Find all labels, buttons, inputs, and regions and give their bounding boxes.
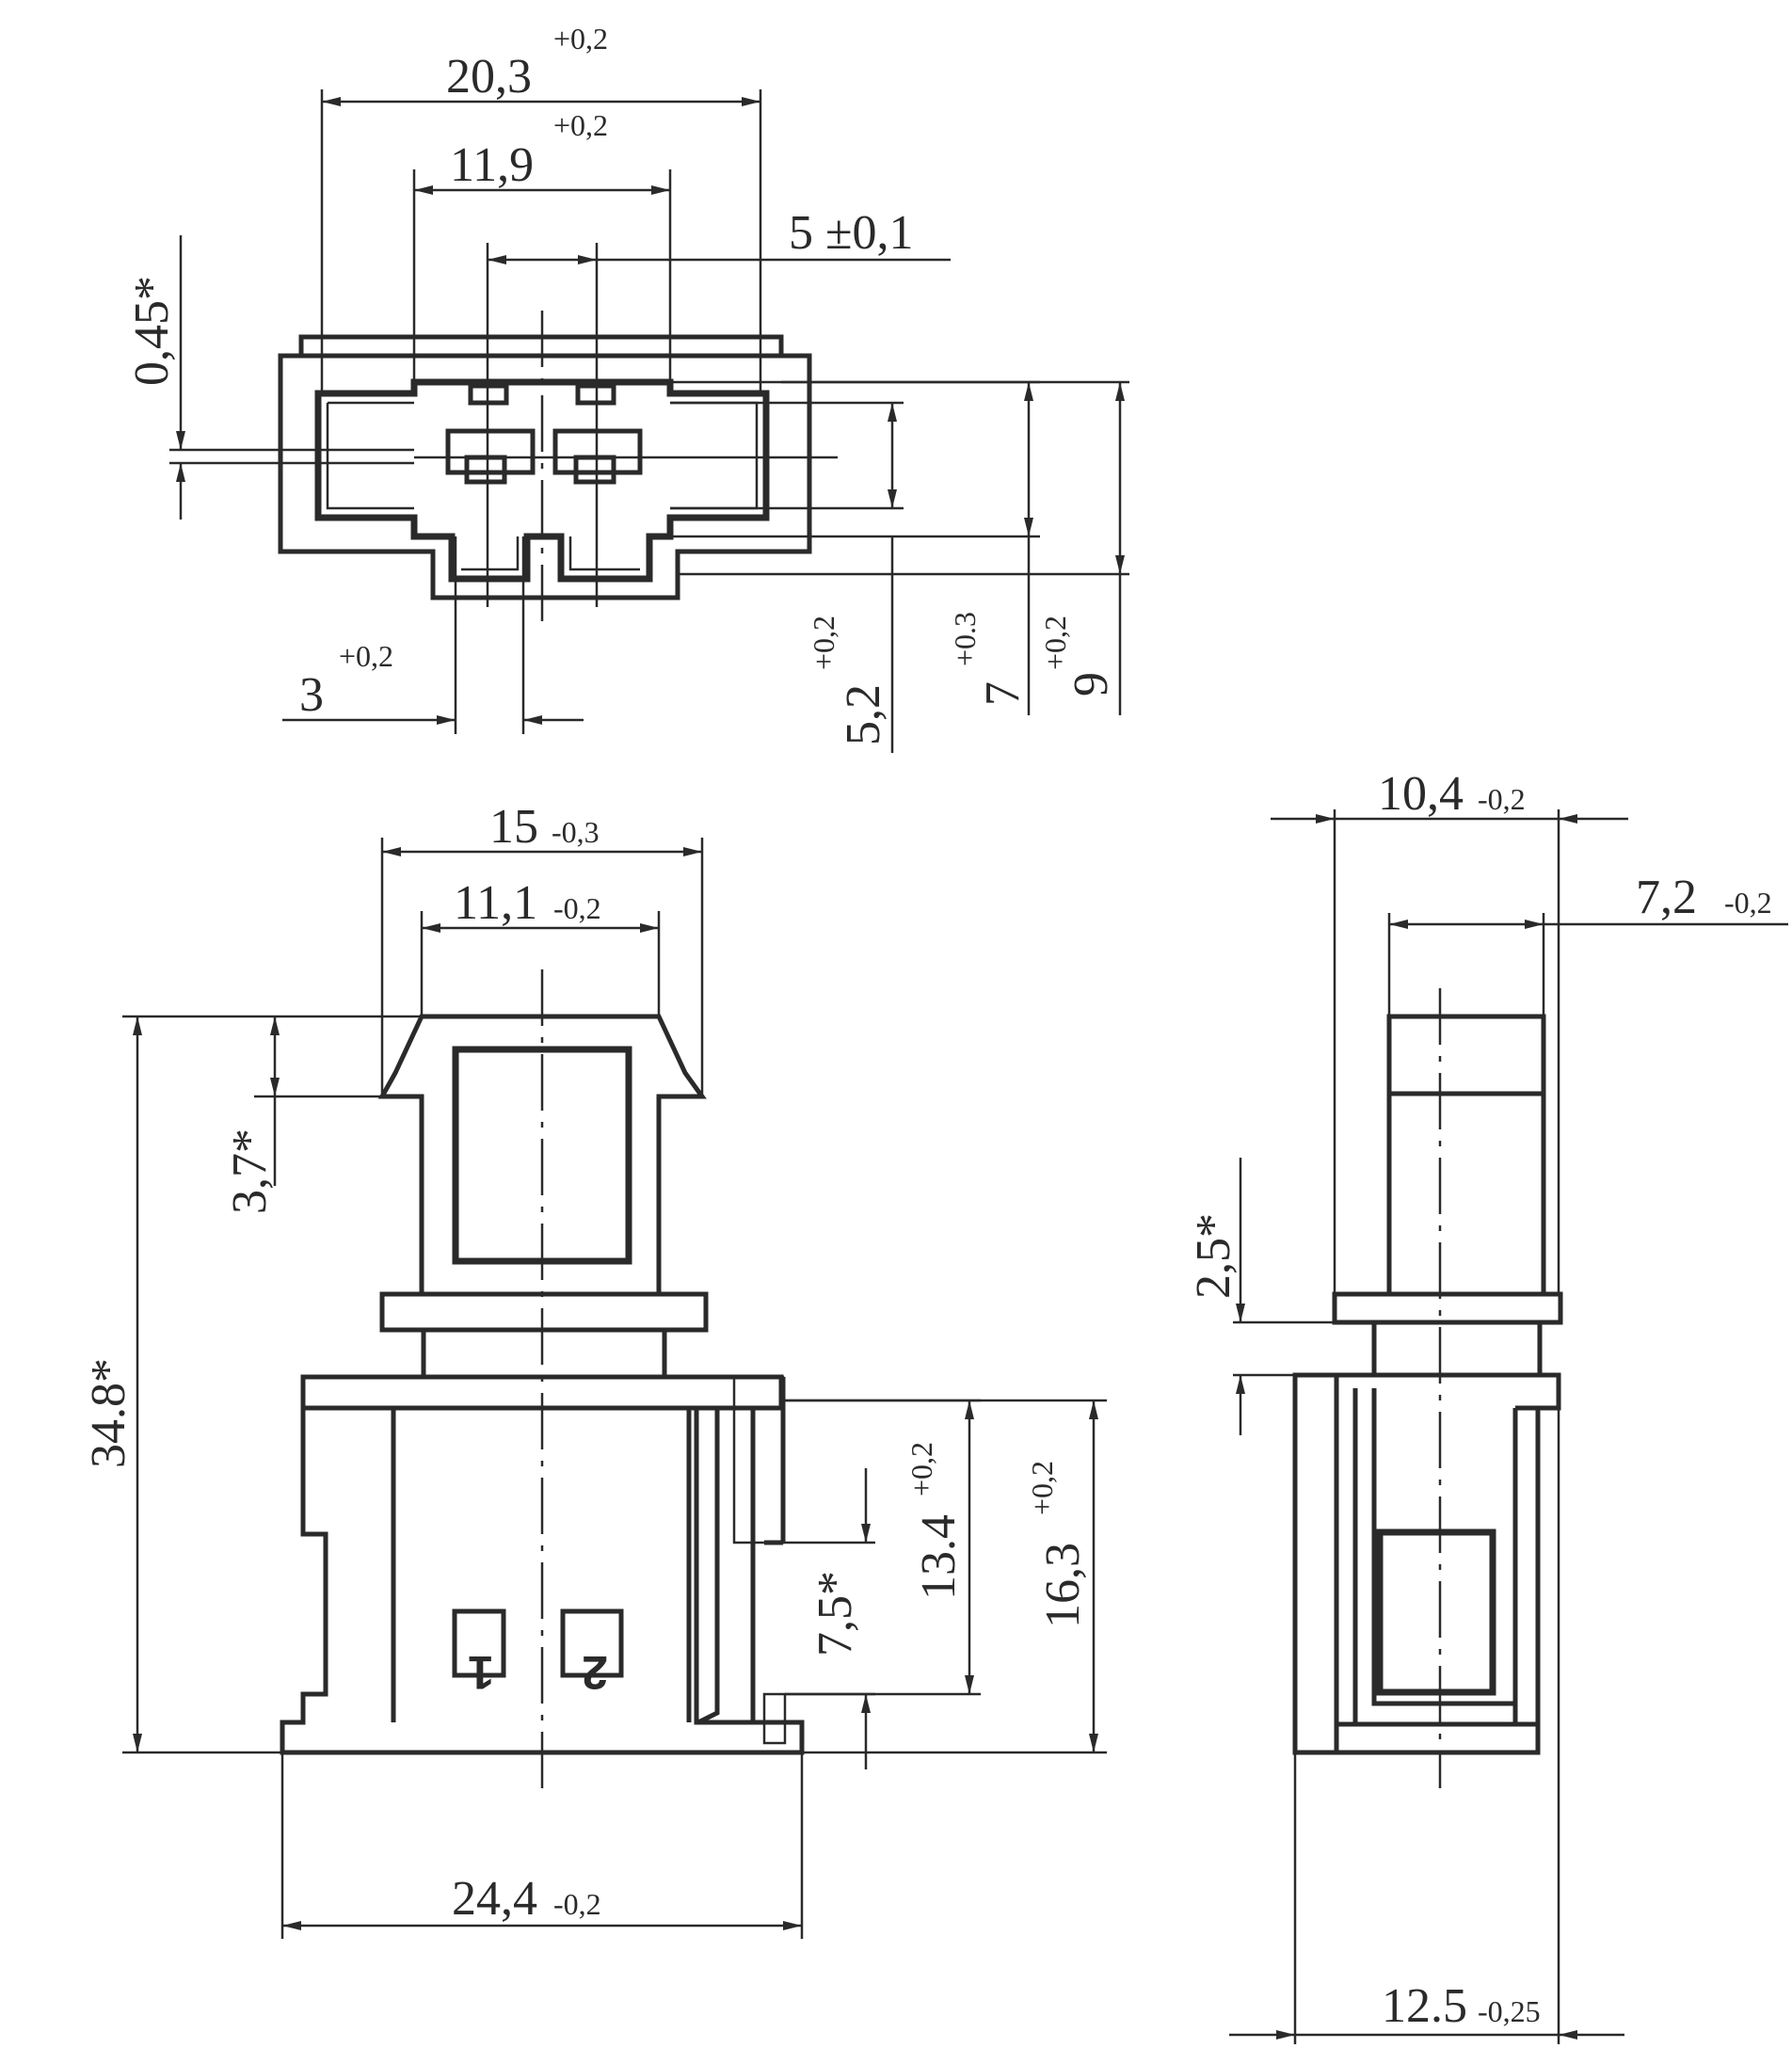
dim-10-4: 10,4 [1378,767,1464,821]
contact-left [445,428,536,475]
dim-16-3-tol: +0,2 [1025,1461,1059,1515]
dim-5: 5 ±0,1 [789,206,914,260]
dim-24-4-tol: -0,2 [553,1887,601,1921]
side-neck [1371,1320,1543,1378]
dim-24-4: 24,4 [452,1872,537,1926]
dim-7-2-tol: -0,2 [1724,886,1772,920]
dim-3-7: 3,7* [223,1128,277,1214]
dim-3: 3 [299,668,324,722]
dim-20-3: 20,3 [446,50,532,104]
dim-10-4-tol: -0,2 [1478,782,1526,816]
dim-13-4: 13.4 [912,1514,966,1600]
dim-12-5-tol: -0,25 [1478,1994,1541,2028]
dim-16-3: 16,3 [1036,1543,1090,1628]
pin-label-1: 1 [468,1646,494,1699]
pin-label-2: 2 [582,1646,608,1699]
dim-11-1: 11,1 [454,876,537,930]
dim-9-tol: +0,2 [1038,616,1072,670]
dim-15-tol: -0,3 [552,815,600,849]
front-flange [379,1291,709,1333]
side-contact [1376,1528,1496,1696]
dim-0-45: 0,45* [125,276,179,386]
side-view: 10,4 -0,2 7,2 -0,2 2,5* 12.5 -0,25 [1187,767,1788,2044]
top-view: 20,3 +0,2 11,9 +0,2 5 ±0,1 0,45* 3 +0,2 … [125,22,1129,753]
top-view-outline [278,334,812,600]
top-view-cavity [314,378,770,583]
dim-11-1-tol: -0,2 [553,891,601,925]
dim-7-tol: +0.3 [948,612,982,666]
side-flange [1332,1291,1563,1325]
dim-9: 9 [1064,672,1118,696]
dim-13-4-tol: +0,2 [904,1442,938,1496]
dim-5-2: 5,2 [837,684,890,745]
dim-15: 15 [489,800,538,854]
dim-12-5: 12.5 [1382,1979,1467,2033]
dim-20-3-tol: +0,2 [553,22,608,56]
pin-label-2-box [560,1608,624,1678]
dim-7-5: 7,5* [808,1571,862,1656]
dim-11-9-tol: +0,2 [553,108,608,142]
dim-11-9: 11,9 [450,138,534,192]
dim-7: 7 [976,681,1030,706]
dim-5-2-tol: +0,2 [807,616,840,670]
front-view: 1 2 15 -0,3 11,1 -0,2 34.8* 3,7* [82,800,1107,1939]
front-latch-hatch [732,1375,785,1544]
side-cap [1386,1014,1546,1297]
dim-3-tol: +0,2 [339,639,393,673]
dim-2-5: 2,5* [1187,1213,1240,1299]
front-neck [421,1327,667,1380]
pin-label-1-box [452,1608,506,1678]
dim-7-2: 7,2 [1636,871,1697,924]
dim-34-8: 34.8* [82,1358,136,1468]
